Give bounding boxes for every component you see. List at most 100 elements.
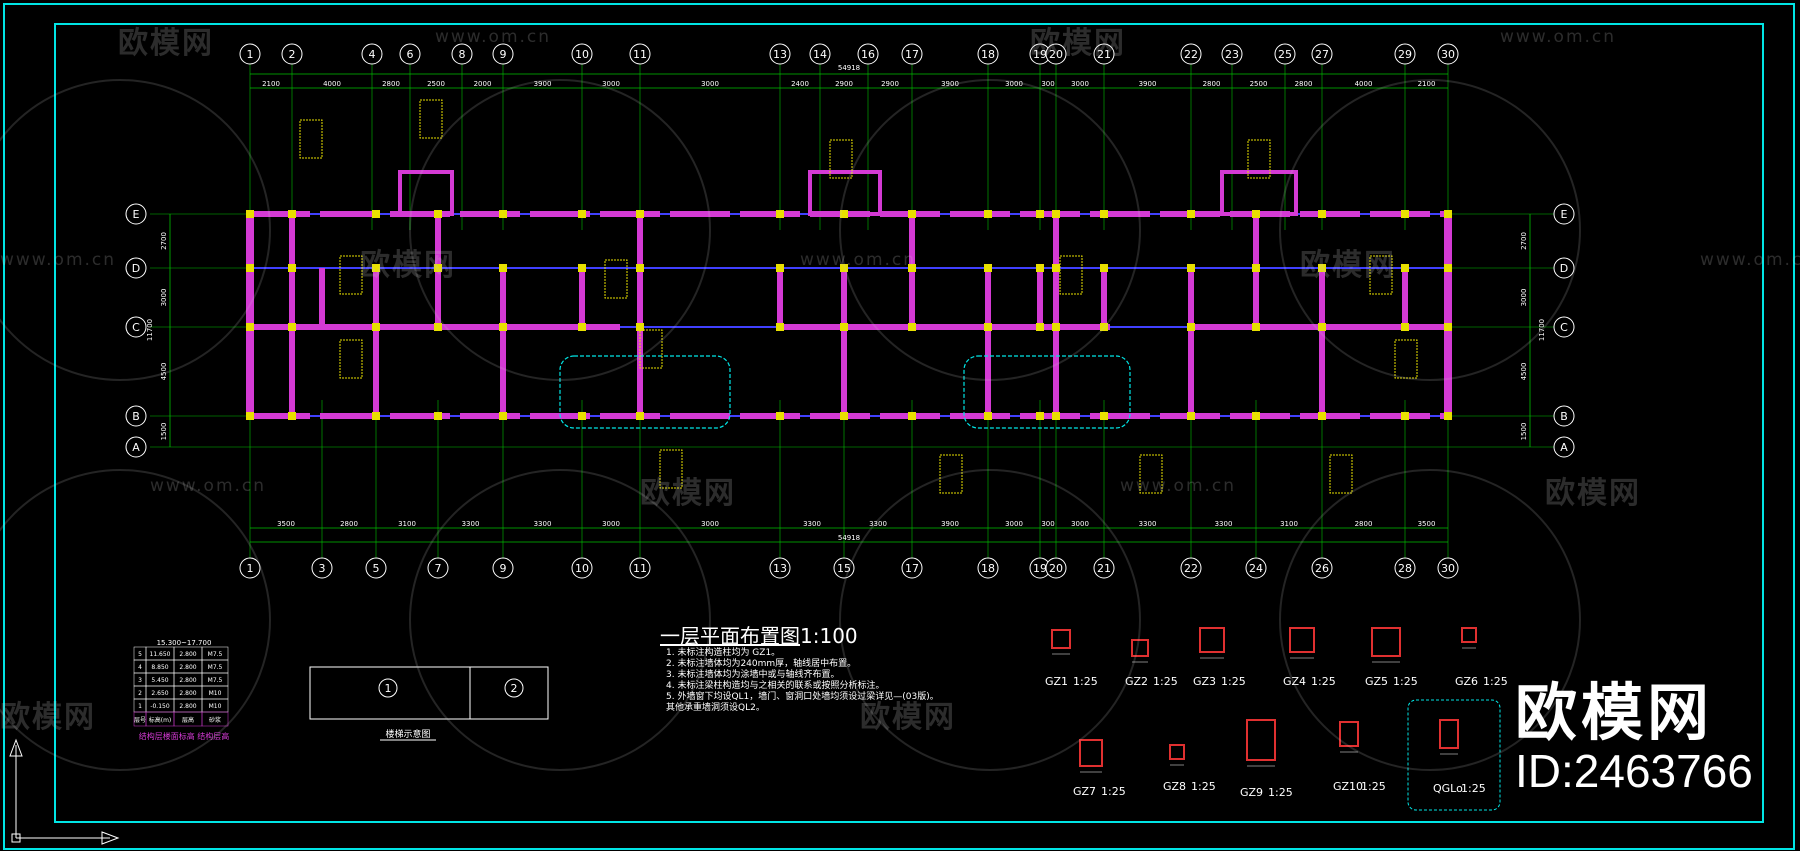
axis-bubble-top-circle bbox=[1093, 43, 1115, 65]
annotation-block bbox=[639, 329, 663, 369]
axis-bubble-bottom-circle bbox=[977, 557, 999, 579]
axis-bubble-bottom-circle bbox=[1437, 557, 1459, 579]
annotation-block bbox=[419, 99, 443, 139]
dim-bottom: 300 bbox=[1041, 520, 1054, 528]
axis-bubble-bottom-label: 21 bbox=[1097, 562, 1111, 575]
plan-title-text: 一层平面布置图 bbox=[660, 624, 800, 648]
column-detail-scale: 1:25 bbox=[1393, 675, 1418, 688]
column bbox=[434, 323, 442, 331]
annotation-block bbox=[829, 139, 853, 179]
dim-top: 3000 bbox=[602, 80, 620, 88]
axis-bubble-top-circle bbox=[857, 43, 879, 65]
column bbox=[776, 412, 784, 420]
dim-top: 3900 bbox=[941, 80, 959, 88]
column bbox=[1036, 264, 1044, 272]
column bbox=[1252, 264, 1260, 272]
dim-top: 3000 bbox=[1071, 80, 1089, 88]
note-item: 2. 未标注墙体均为240mm厚，轴线居中布置。 bbox=[666, 659, 857, 669]
column bbox=[288, 412, 296, 420]
axis-bubble-bottom-label: 22 bbox=[1184, 562, 1198, 575]
annotation-block bbox=[299, 119, 323, 159]
column bbox=[1401, 264, 1409, 272]
axis-bubble-row-circle bbox=[125, 405, 147, 427]
column bbox=[908, 412, 916, 420]
column bbox=[1444, 264, 1452, 272]
column bbox=[1318, 323, 1326, 331]
column bbox=[984, 323, 992, 331]
annotation-block bbox=[339, 255, 363, 295]
column bbox=[1444, 412, 1452, 420]
axis-bubble-bottom-circle bbox=[427, 557, 449, 579]
column-detail-section bbox=[1371, 627, 1401, 657]
dim-bottom: 2800 bbox=[1355, 520, 1373, 528]
row-total-left: 11700 bbox=[146, 319, 154, 341]
dim-bottom: 3500 bbox=[1418, 520, 1436, 528]
column-detail-scale: 1:25 bbox=[1073, 675, 1098, 688]
axis-bubble-bottom-label: 19 bbox=[1033, 562, 1047, 575]
dim-top: 3900 bbox=[1139, 80, 1157, 88]
column bbox=[288, 323, 296, 331]
axis-bubble-bottom-circle bbox=[492, 557, 514, 579]
watermark-circles bbox=[0, 79, 1581, 771]
column bbox=[1401, 323, 1409, 331]
axis-bubble-row-label: C bbox=[1560, 321, 1568, 334]
dim-top: 2400 bbox=[791, 80, 809, 88]
model-id: ID:2463766 bbox=[1515, 745, 1753, 797]
floor-table-cell bbox=[201, 711, 229, 727]
column bbox=[372, 412, 380, 420]
axis-bubble-bottom-label: 9 bbox=[500, 562, 507, 575]
axis-bubble-top-circle bbox=[1045, 43, 1067, 65]
dim-bottom: 3000 bbox=[701, 520, 719, 528]
axis-bubble-top-circle bbox=[1394, 43, 1416, 65]
column bbox=[840, 323, 848, 331]
floor-table-value: 2.650 bbox=[151, 690, 168, 697]
axis-bubble-top-circle bbox=[571, 43, 593, 65]
annotation-block bbox=[659, 449, 683, 489]
axis-bubble-top-circle bbox=[809, 43, 831, 65]
axis-bubble-row-label: A bbox=[132, 441, 140, 454]
column bbox=[1401, 210, 1409, 218]
axis-bubble-bottom-circle bbox=[629, 557, 651, 579]
annotation-block bbox=[1394, 339, 1418, 379]
dim-top: 3900 bbox=[534, 80, 552, 88]
axis-bubble-row-circle bbox=[1553, 316, 1575, 338]
axis-bubble-row-label: B bbox=[132, 410, 140, 423]
column bbox=[984, 412, 992, 420]
column bbox=[776, 210, 784, 218]
column-detail-label: GZ9 bbox=[1240, 786, 1263, 799]
column bbox=[636, 323, 644, 331]
dim-bottom: 3300 bbox=[1215, 520, 1233, 528]
stair-bump bbox=[398, 170, 454, 216]
column-detail-section bbox=[1339, 721, 1359, 747]
column-detail-label: GZ4 bbox=[1283, 675, 1306, 688]
dim-bottom: 2800 bbox=[340, 520, 358, 528]
axis-bubble-top-label: 6 bbox=[407, 48, 414, 61]
axis-bubble-row-circle bbox=[125, 203, 147, 225]
axis-bubble-top-label: 18 bbox=[981, 48, 995, 61]
axis-bubble-bottom-label: 1 bbox=[247, 562, 254, 575]
row-dim-left: 1500 bbox=[160, 423, 168, 441]
annotation-block bbox=[939, 454, 963, 494]
column-detail-scale: 1:25 bbox=[1483, 675, 1508, 688]
stair-label-1: 1 bbox=[385, 682, 392, 695]
axis-bubble-top-label: 29 bbox=[1398, 48, 1412, 61]
annotation-block bbox=[1369, 255, 1393, 295]
axis-bubble-top-label: 13 bbox=[773, 48, 787, 61]
floor-table-value: 2.800 bbox=[179, 651, 196, 658]
column bbox=[246, 210, 254, 218]
dim-bottom: 3300 bbox=[462, 520, 480, 528]
dim-bottom: 3100 bbox=[398, 520, 416, 528]
row-dim-left: 3000 bbox=[160, 289, 168, 307]
axis-bubble-bottom-label: 18 bbox=[981, 562, 995, 575]
column-detail-scale: 1:25 bbox=[1191, 780, 1216, 793]
dim-bottom: 3900 bbox=[941, 520, 959, 528]
axis-bubble-row-circle bbox=[1553, 257, 1575, 279]
inner-frame bbox=[54, 23, 1764, 823]
column bbox=[246, 323, 254, 331]
column bbox=[908, 210, 916, 218]
floor-table-col-label: 层号 bbox=[134, 717, 146, 724]
axis-bubble-row-circle bbox=[1553, 436, 1575, 458]
axis-bubble-top-label: 8 bbox=[459, 48, 466, 61]
axis-bubble-top-circle bbox=[1274, 43, 1296, 65]
